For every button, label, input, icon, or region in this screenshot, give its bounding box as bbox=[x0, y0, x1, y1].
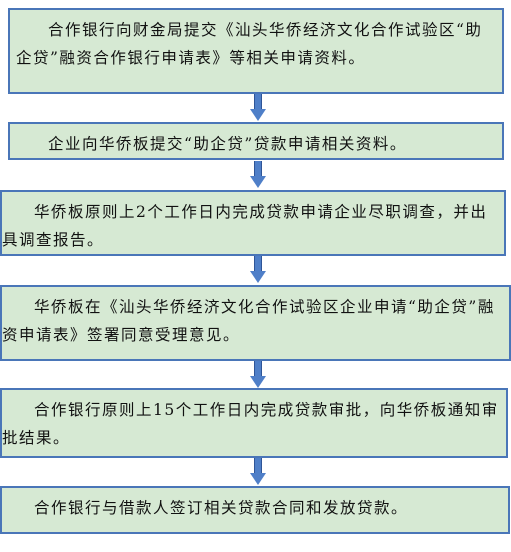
step-2-enterprise-submits-materials: 企业向华侨板提交“助企贷”贷款申请相关资料。 bbox=[8, 122, 504, 160]
step-3-due-diligence: 华侨板原则上2个工作日内完成贷款申请企业尽职调查，并出具调查报告。 bbox=[0, 190, 506, 256]
step-5-loan-approval: 合作银行原则上15个工作日内完成贷款审批，向华侨板通知审批结果。 bbox=[0, 388, 508, 458]
step-1-bank-submits-application: 合作银行向财金局提交《汕头华侨经济文化合作试验区“助企贷”融资合作银行申请表》等… bbox=[8, 8, 504, 94]
step-6-sign-contract-disburse: 合作银行与借款人签订相关贷款合同和发放贷款。 bbox=[0, 486, 510, 534]
step-4-sign-acceptance: 华侨板在《汕头华侨经济文化合作试验区企业申请“助企贷”融资申请表》签署同意受理意… bbox=[0, 285, 511, 361]
